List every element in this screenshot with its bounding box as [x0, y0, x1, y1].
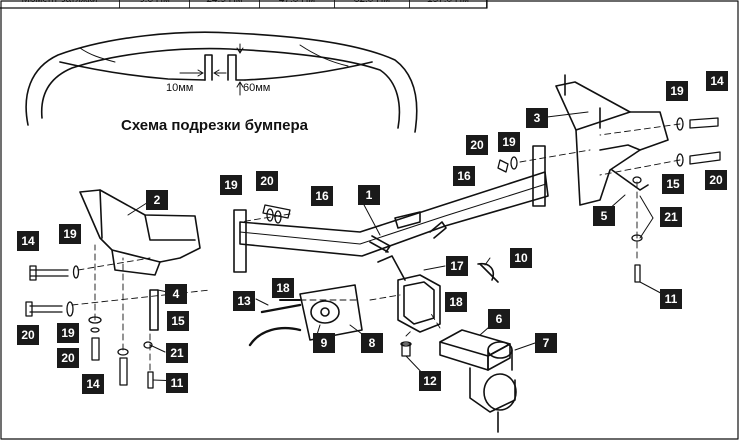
- callout-11-left: 11: [166, 373, 188, 393]
- callout-6: 6: [488, 309, 510, 329]
- bumper-cut-scheme: [25, 31, 418, 133]
- cotter-pin: [477, 262, 499, 283]
- callout-19-center: 19: [220, 175, 242, 195]
- callout-14-left: 14: [17, 231, 39, 251]
- callout-21-right: 21: [660, 207, 682, 227]
- callout-11-right: 11: [660, 289, 682, 309]
- main-crossbar: [233, 145, 549, 273]
- alignment-lines: [71, 123, 681, 371]
- callout-19-right-inner: 19: [498, 132, 520, 152]
- callout-10: 10: [510, 248, 532, 268]
- callout-9: 9: [313, 333, 335, 353]
- callout-20-left-lower: 20: [57, 348, 79, 368]
- callout-21-left: 21: [166, 343, 188, 363]
- callout-15-left: 15: [167, 311, 189, 331]
- callout-2: 2: [146, 190, 168, 210]
- callout-17: 17: [446, 256, 468, 276]
- torque-value-4: 82.0 Нм: [335, 0, 410, 8]
- electric-socket-plate: [248, 284, 363, 347]
- callout-19-left: 19: [59, 224, 81, 244]
- callout-4: 4: [165, 284, 187, 304]
- callout-7: 7: [535, 333, 557, 353]
- dimension-60mm: 60мм: [243, 82, 271, 94]
- callout-19-left-lower: 19: [57, 323, 79, 343]
- callout-20-center: 20: [256, 171, 278, 191]
- callout-20-left: 20: [17, 325, 39, 345]
- bumper-cut-caption: Схема подрезки бумпера: [121, 117, 308, 134]
- torque-value-2: 24.5 Нм: [190, 0, 260, 8]
- callout-15-right: 15: [662, 174, 684, 194]
- callout-14-right: 14: [706, 71, 728, 91]
- left-bracket: [79, 189, 201, 331]
- receiver-box: [377, 255, 441, 333]
- callout-8: 8: [361, 333, 383, 353]
- callout-19-right-outer: 19: [666, 81, 688, 101]
- callout-18-right: 18: [445, 292, 467, 312]
- callout-12: 12: [419, 371, 441, 391]
- callout-16-right: 16: [453, 166, 475, 186]
- torque-value-1: 9.8 Нм: [120, 0, 190, 8]
- callout-20-right-inner: 20: [466, 135, 488, 155]
- leader-lines: [127, 111, 671, 382]
- callout-1: 1: [358, 185, 380, 205]
- ball-mount: [439, 329, 517, 433]
- callout-13: 13: [233, 291, 255, 311]
- callout-18-left: 18: [272, 278, 294, 298]
- dimension-10mm: 10мм: [166, 82, 194, 94]
- torque-value-3: 47.0 Нм: [260, 0, 335, 8]
- callout-5: 5: [593, 206, 615, 226]
- callout-3: 3: [526, 108, 548, 128]
- callout-20-right-outer: 20: [705, 170, 727, 190]
- callout-16-center: 16: [311, 186, 333, 206]
- callout-14-bottom: 14: [82, 374, 104, 394]
- torque-row-label: Момент затяжки: [0, 0, 120, 8]
- right-bracket: [555, 74, 669, 206]
